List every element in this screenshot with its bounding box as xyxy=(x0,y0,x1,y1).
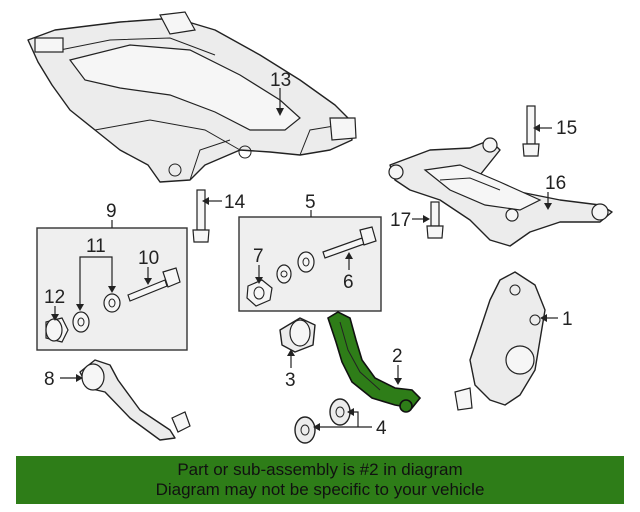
banner-line-1: Part or sub-assembly is #2 in diagram xyxy=(177,460,463,479)
subframe-13[interactable] xyxy=(27,11,357,183)
banner-line-2: Diagram may not be specific to your vehi… xyxy=(155,480,485,499)
callout-6: 6 xyxy=(343,272,354,293)
callout-12: 12 xyxy=(44,287,65,308)
info-banner: Part or sub-assembly is #2 in diagram Di… xyxy=(16,456,624,504)
bushing-3[interactable] xyxy=(279,317,316,353)
callout-13: 13 xyxy=(270,70,291,91)
callout-14: 14 xyxy=(224,192,246,213)
callout-17: 17 xyxy=(390,210,411,231)
callout-numbers: 13 15 16 14 17 9 5 11 10 12 7 6 1 2 3 8 … xyxy=(44,70,577,439)
bushing-12[interactable] xyxy=(45,317,69,343)
callout-9: 9 xyxy=(106,201,117,222)
callout-5: 5 xyxy=(305,192,316,213)
callout-4: 4 xyxy=(376,418,387,439)
callout-10: 10 xyxy=(138,248,159,269)
washer-11a[interactable] xyxy=(72,311,90,333)
crossmember-16[interactable] xyxy=(388,137,613,247)
washer-11b[interactable] xyxy=(103,293,121,313)
leader-lines xyxy=(51,88,558,431)
parts-diagram: 13 15 16 14 17 9 5 11 10 12 7 6 1 2 3 8 … xyxy=(27,11,613,444)
callout-8: 8 xyxy=(44,369,55,390)
bolt-10[interactable] xyxy=(127,267,181,302)
callout-2: 2 xyxy=(392,346,403,367)
bolt-15[interactable] xyxy=(522,105,540,157)
control-arm-8[interactable] xyxy=(79,359,191,441)
callout-1: 1 xyxy=(562,309,573,330)
washer-5b[interactable] xyxy=(297,251,315,273)
bolt-6[interactable] xyxy=(322,226,377,259)
control-arm-2[interactable] xyxy=(327,311,422,413)
callout-7: 7 xyxy=(253,246,264,267)
bushing-4a[interactable] xyxy=(294,416,316,444)
callout-15: 15 xyxy=(556,118,577,139)
nut-7[interactable] xyxy=(246,279,273,307)
bolt-17[interactable] xyxy=(426,201,444,239)
callout-11: 11 xyxy=(86,236,106,257)
bolt-14[interactable] xyxy=(192,189,210,243)
callout-3: 3 xyxy=(285,370,296,391)
knuckle-1[interactable] xyxy=(454,271,546,411)
callout-16: 16 xyxy=(545,173,566,194)
washer-5a[interactable] xyxy=(276,264,292,284)
